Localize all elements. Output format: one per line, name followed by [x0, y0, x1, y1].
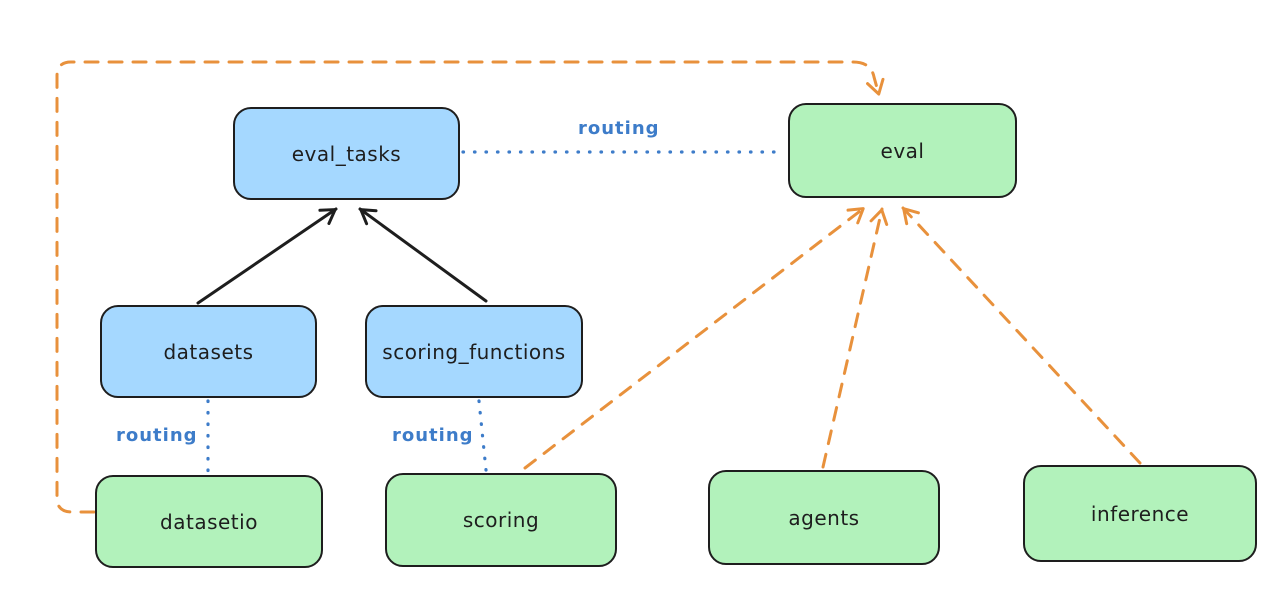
edge-datasets-to-eval-tasks: [196, 207, 338, 305]
node-agents: agents: [708, 468, 940, 565]
node-eval-tasks-label: eval_tasks: [291, 141, 402, 166]
node-scoring-label: scoring: [462, 508, 540, 532]
node-agents-label: agents: [788, 505, 860, 530]
edge-scoring-functions-to-scoring-routing: [477, 399, 488, 472]
node-datasetio: datasetio: [95, 473, 323, 568]
node-scoring-functions-label: scoring_functions: [382, 339, 566, 364]
node-datasetio-label: datasetio: [160, 509, 258, 534]
edge-inference-to-eval: [901, 206, 1142, 465]
node-inference: inference: [1023, 463, 1257, 562]
node-datasets-label: datasets: [163, 339, 254, 364]
node-scoring-functions: scoring_functions: [365, 303, 583, 398]
edge-datasetio-to-eval: [55, 60, 885, 514]
node-eval: eval: [788, 101, 1017, 198]
node-inference-label: inference: [1090, 501, 1190, 526]
node-datasets: datasets: [100, 303, 317, 398]
node-eval-label: eval: [880, 138, 925, 163]
routing-label-datasets-datasetio: routing: [116, 425, 198, 446]
node-eval-tasks: eval_tasks: [233, 105, 460, 200]
edge-scoring-to-eval: [523, 206, 866, 470]
edge-scoring-functions-to-eval-tasks: [358, 207, 488, 303]
routing-label-scoring-functions-scoring: routing: [392, 425, 474, 446]
node-scoring: scoring: [385, 471, 617, 567]
edge-agents-to-eval: [821, 207, 889, 469]
routing-label-eval-tasks-eval: routing: [578, 118, 660, 139]
